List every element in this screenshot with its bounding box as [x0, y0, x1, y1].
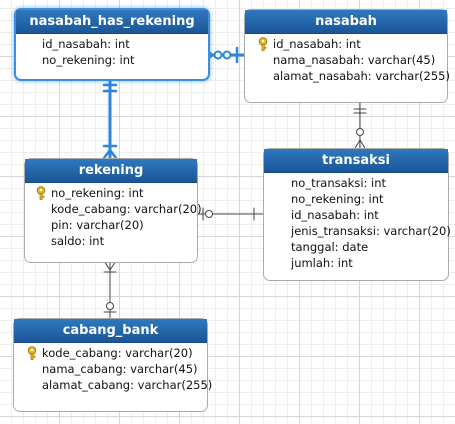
primary-key-icon	[257, 37, 269, 55]
attribute-name: nama_nasabah: varchar(45)	[273, 53, 436, 67]
attribute-row[interactable]: kode_cabang: varchar(20)	[25, 201, 202, 217]
attribute-row[interactable]: jumlah: int	[264, 255, 448, 271]
crow-foot-marker	[354, 139, 361, 149]
attribute-row[interactable]: nama_cabang: varchar(45)	[14, 361, 207, 377]
attribute-name: no_rekening: int	[42, 53, 135, 67]
attribute-row[interactable]: no_rekening: int	[25, 185, 197, 201]
attribute-row[interactable]: id_nasabah: int	[245, 36, 447, 52]
crow-foot-marker	[108, 148, 118, 160]
attribute-row[interactable]: no_rekening: int	[16, 52, 208, 68]
attribute-name: alamat_cabang: varchar(255)	[42, 378, 213, 392]
attribute-row[interactable]: no_rekening: int	[264, 191, 448, 207]
attribute-name: kode_cabang: varchar(20)	[51, 202, 202, 216]
attribute-list: no_rekening: int kode_cabang: varchar(20)…	[25, 183, 202, 249]
entity-rekening[interactable]: rekening no_rekening: int kode_cabang: var…	[24, 158, 202, 263]
entity-nasabah-has-rekening[interactable]: nasabah_has_rekening id_nasabah: int no_re…	[14, 8, 210, 81]
attribute-name: jumlah: int	[291, 256, 353, 270]
attribute-name: alamat_nasabah: varchar(255)	[273, 69, 450, 83]
optional-marker	[205, 210, 213, 218]
attribute-row[interactable]: pin: varchar(20)	[25, 217, 197, 233]
entity-title: nasabah	[245, 10, 447, 34]
entity-title: rekening	[25, 159, 197, 183]
attribute-name: nama_cabang: varchar(45)	[42, 362, 198, 376]
attribute-row[interactable]: nama_nasabah: varchar(45)	[245, 52, 447, 68]
entity-title: nasabah_has_rekening	[16, 10, 208, 34]
entity-nasabah[interactable]: nasabah id_nasabah: int nama_nasabah: varc…	[244, 9, 450, 103]
attribute-name: id_nasabah: int	[42, 37, 130, 51]
optional-marker	[106, 302, 114, 310]
attribute-name: jenis_transaksi: varchar(20)	[291, 224, 451, 238]
optional-marker	[222, 50, 232, 60]
attribute-list: id_nasabah: int nama_nasabah: varchar(45)…	[245, 34, 450, 84]
attribute-row[interactable]: id_nasabah: int	[16, 36, 208, 52]
optional-marker	[213, 50, 223, 60]
attribute-row[interactable]: kode_cabang: varchar(20)	[14, 345, 207, 361]
attribute-row[interactable]: alamat_nasabah: varchar(255)	[245, 68, 450, 84]
attribute-name: no_rekening: int	[51, 186, 144, 200]
attribute-name: id_nasabah: int	[273, 37, 361, 51]
attribute-name: id_nasabah: int	[291, 208, 379, 222]
attribute-list: kode_cabang: varchar(20) nama_cabang: var…	[14, 343, 212, 393]
attribute-name: pin: varchar(20)	[51, 218, 144, 232]
crow-foot-marker	[359, 139, 366, 149]
entity-cabang-bank[interactable]: cabang_bank kode_cabang: varchar(20) nama_…	[13, 318, 212, 412]
primary-key-icon	[26, 346, 38, 364]
entity-title: transaksi	[264, 149, 448, 173]
attribute-name: no_rekening: int	[291, 192, 384, 206]
primary-key-icon	[35, 186, 47, 204]
attribute-row[interactable]: id_nasabah: int	[264, 207, 448, 223]
attribute-name: tanggal: date	[291, 240, 369, 254]
attribute-list: no_transaksi: int no_rekening: int id_nasa…	[264, 173, 451, 271]
attribute-row[interactable]: no_transaksi: int	[264, 175, 448, 191]
entity-transaksi[interactable]: transaksi no_transaksi: int no_rekening: i…	[263, 148, 451, 281]
crow-foot-marker	[102, 148, 112, 160]
attribute-name: kode_cabang: varchar(20)	[42, 346, 193, 360]
attribute-name: saldo: int	[51, 234, 105, 248]
attribute-row[interactable]: jenis_transaksi: varchar(20)	[264, 223, 451, 239]
attribute-row[interactable]: tanggal: date	[264, 239, 448, 255]
attribute-name: no_transaksi: int	[291, 176, 387, 190]
entity-title: cabang_bank	[14, 319, 207, 343]
attribute-row[interactable]: saldo: int	[25, 233, 197, 249]
optional-marker	[356, 128, 364, 136]
attribute-row[interactable]: alamat_cabang: varchar(255)	[14, 377, 212, 393]
attribute-list: id_nasabah: int no_rekening: int	[16, 34, 208, 68]
